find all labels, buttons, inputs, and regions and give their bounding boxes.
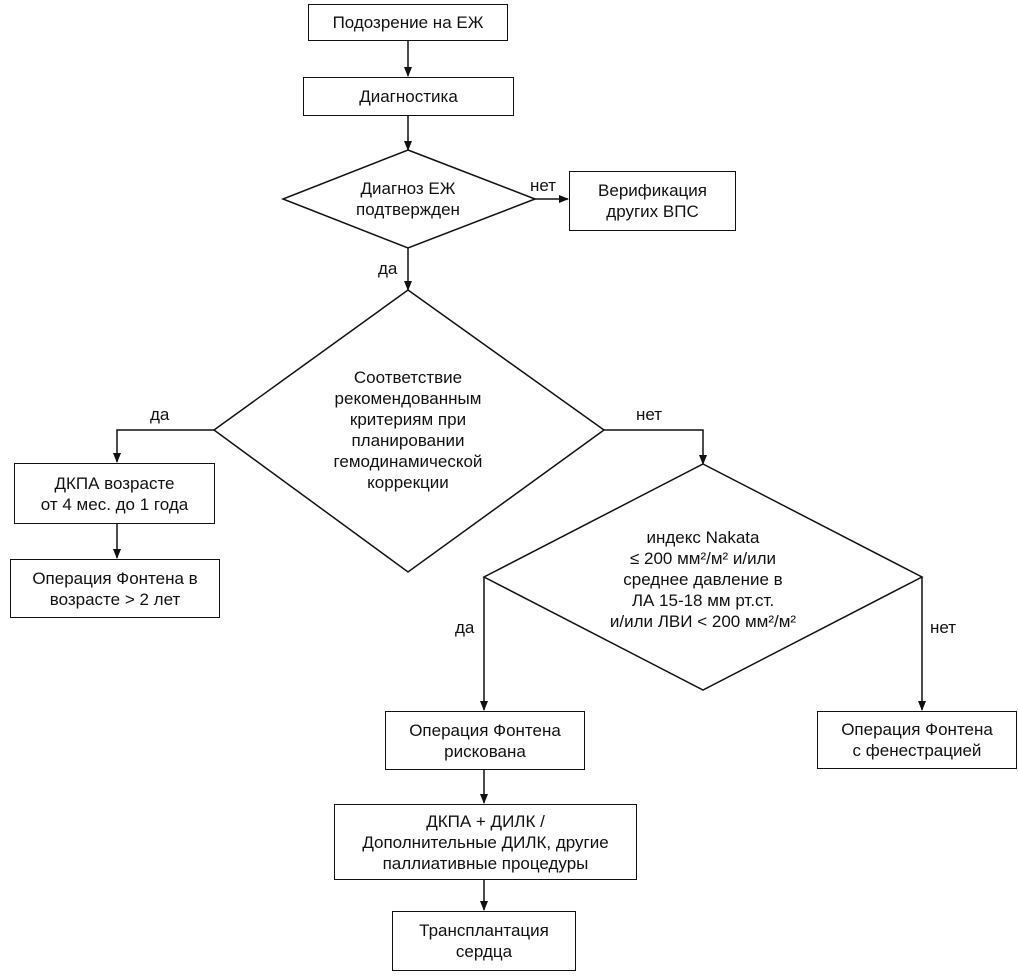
edge-label-no-nakata: нет (636, 405, 663, 424)
edge-label-yes-dkpa: да (150, 405, 170, 424)
edge-criteria-dkpa (113, 429, 214, 463)
node-verify-other: Верификация других ВПС (569, 171, 736, 231)
node-fontan-age: Операция Фонтена в возрасте > 2 лет (10, 559, 220, 618)
node-suspicion: Подозрение на ЕЖ (308, 4, 508, 41)
decision-diagnosis-confirmed-label: Диагноз ЕЖ подтвержден (356, 179, 460, 219)
edge-label-yes-risky: да (455, 618, 475, 637)
node-palliative: ДКПА + ДИЛК / Дополнительные ДИЛК, други… (334, 804, 637, 880)
decision-nakata-label: индекс Nakata ≤ 200 мм²/м² и/или среднее… (609, 527, 797, 631)
decision-criteria-match-label: Соответствие рекомендованным критериям п… (333, 368, 483, 492)
node-dkpa-age: ДКПА возрасте от 4 мес. до 1 года (14, 463, 215, 524)
edge-label-no-verify: нет (530, 176, 557, 195)
node-diagnostics: Диагностика (303, 77, 514, 116)
edge-label-no-fenestration: нет (930, 618, 957, 637)
node-transplant: Трансплантация сердца (392, 911, 576, 971)
diamond-criteria-match (212, 289, 606, 573)
edge-label-yes-criteria: да (378, 259, 398, 278)
diamond-nakata (482, 463, 924, 691)
node-fontan-fenestration: Операция Фонтена с фенестрацией (817, 711, 1017, 769)
edge-criteria-nakata (604, 429, 707, 465)
node-fontan-risky: Операция Фонтена рискована (385, 711, 585, 770)
